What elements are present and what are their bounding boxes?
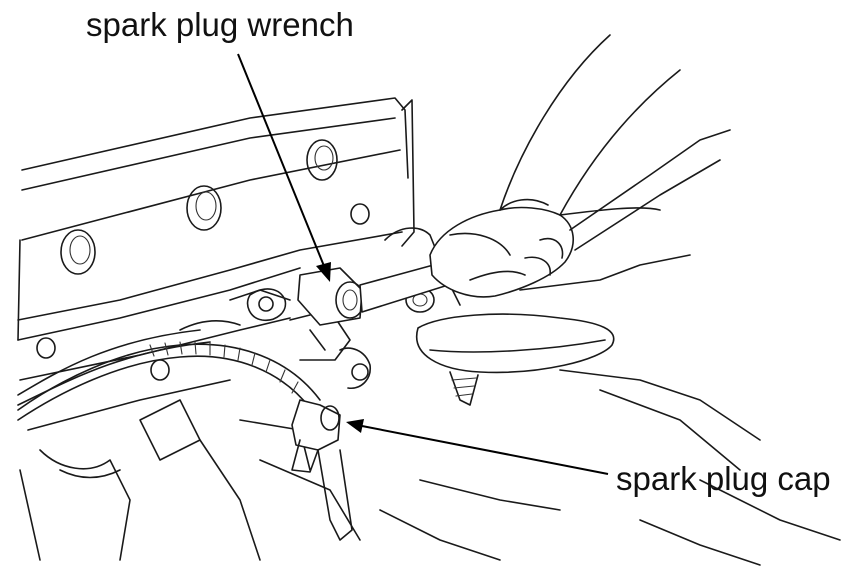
leader-line-cap [346,419,609,475]
engine-cover [17,97,415,341]
side-panel [379,129,841,566]
leader-line-wrench [237,53,331,282]
cover-bolt-hole-3 [306,139,338,181]
cover-bolt-hole-1 [60,229,96,275]
cover-screw-small [36,203,370,381]
cover-bolt-hole-2 [186,185,222,231]
spark-plug-cap [291,399,353,541]
hand [429,34,681,298]
label-spark-plug-wrench: spark plug wrench [86,6,354,43]
label-spark-plug-cap: spark plug cap [616,460,831,497]
wiring-harness [17,289,321,421]
